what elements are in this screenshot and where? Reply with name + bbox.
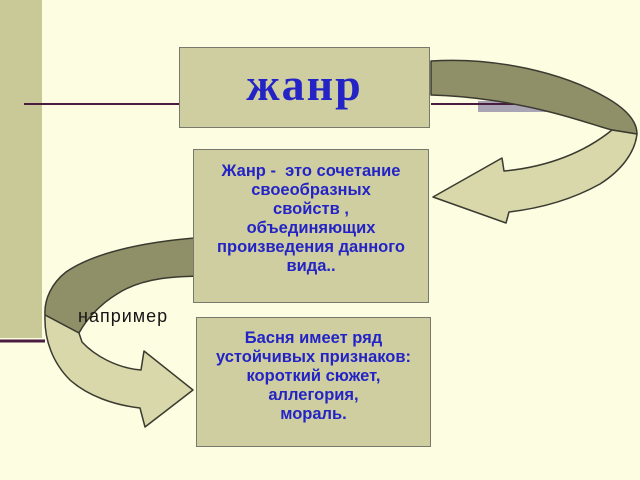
text-line: свойств , bbox=[273, 200, 349, 218]
text-line: вида.. bbox=[286, 257, 336, 275]
curved-arrow-right-head bbox=[432, 129, 638, 224]
title-text: жанр bbox=[246, 58, 363, 110]
text-line: объединяющих bbox=[246, 219, 376, 237]
curved-arrow-left-head bbox=[44, 314, 194, 428]
text-line: аллегория, bbox=[268, 386, 359, 404]
text-line: короткий сюжет, bbox=[246, 367, 381, 385]
curved-arrow-left bbox=[44, 236, 213, 428]
text-line: Басня имеет ряд bbox=[244, 329, 383, 347]
text-line: устойчивых признаков: bbox=[215, 348, 412, 366]
curved-arrow-right-band-dark bbox=[430, 59, 638, 135]
title-box: жанр bbox=[179, 47, 430, 128]
text-line: своеобразных bbox=[251, 181, 371, 199]
left-accent-bar bbox=[0, 0, 42, 338]
text-line: Жанр - это сочетание bbox=[221, 162, 401, 180]
example-label: например bbox=[78, 306, 169, 326]
curved-arrow-right bbox=[430, 59, 638, 224]
text-line: произведения данного bbox=[217, 238, 405, 256]
divider-shadow bbox=[478, 101, 555, 112]
text-line: мораль. bbox=[280, 405, 347, 423]
